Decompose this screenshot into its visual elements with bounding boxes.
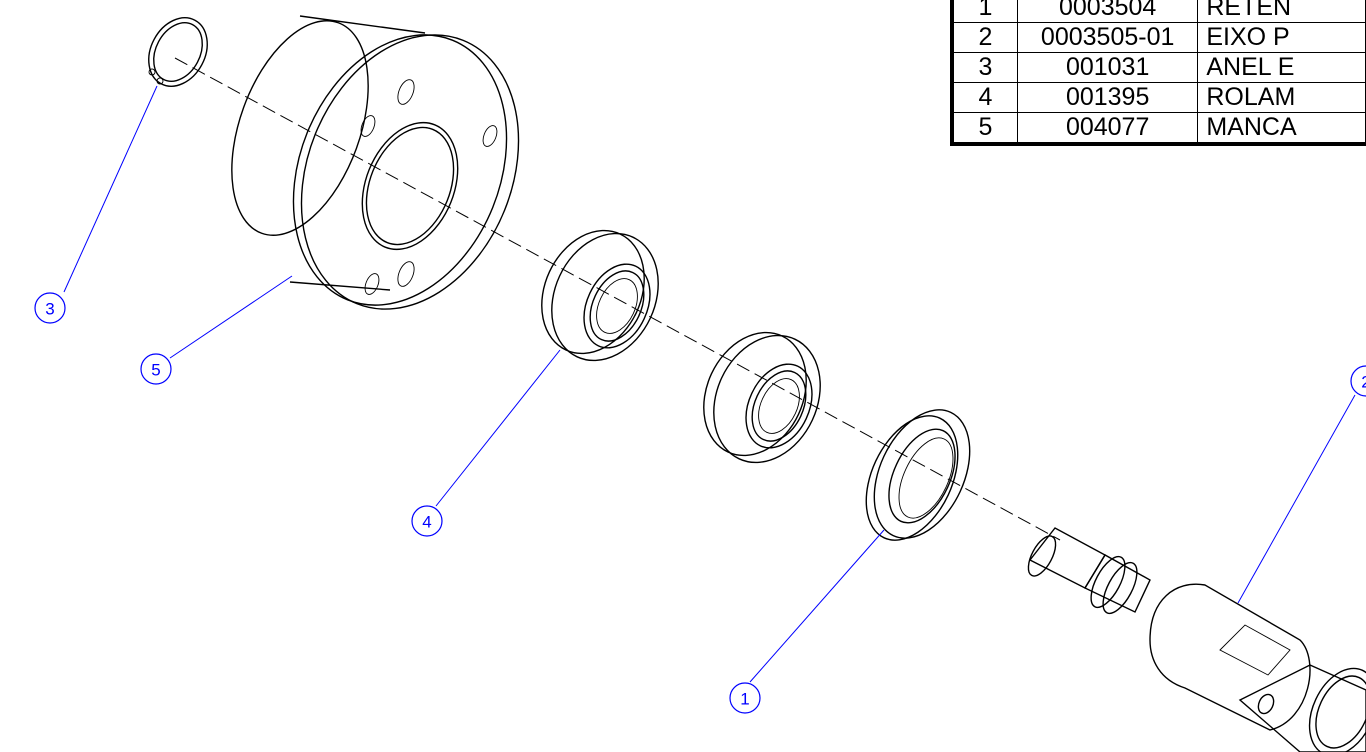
svg-text:2: 2 xyxy=(1361,373,1366,392)
bom-part-code: 0003504 xyxy=(1016,0,1199,23)
bom-row: 5 004077 MANCA xyxy=(951,112,1366,145)
svg-text:4: 4 xyxy=(422,513,431,532)
leader-line-3 xyxy=(63,85,158,293)
balloon-2: 2 xyxy=(1350,365,1366,397)
balloon-3: 3 xyxy=(34,292,66,324)
bom-row: 3 001031 ANEL E xyxy=(951,52,1366,83)
bom-row: 2 0003505-01 EIXO P xyxy=(951,22,1366,53)
bom-description: RETEN xyxy=(1197,0,1366,23)
bom-item-number: 1 xyxy=(951,0,1018,23)
balloon-4: 4 xyxy=(411,505,443,537)
bom-part-code: 001395 xyxy=(1016,82,1199,113)
bom-description: MANCA xyxy=(1197,112,1366,145)
bom-row: 4 001395 ROLAM xyxy=(951,82,1366,113)
bom-description: ANEL E xyxy=(1197,52,1366,83)
bill-of-materials-table: 1 0003504 RETEN 2 0003505-01 EIXO P 3 00… xyxy=(950,0,1366,146)
bom-row: 1 0003504 RETEN xyxy=(951,0,1366,23)
bom-item-number: 4 xyxy=(951,82,1018,113)
assembly-axis xyxy=(174,57,1061,541)
leader-line-2 xyxy=(1237,394,1356,604)
part-bearing-housing xyxy=(231,15,520,310)
leader-line-4 xyxy=(435,349,561,507)
bom-description: EIXO P xyxy=(1197,22,1366,53)
bom-item-number: 3 xyxy=(951,52,1018,83)
leader-line-5 xyxy=(169,275,293,359)
bom-part-code: 004077 xyxy=(1016,112,1199,145)
bom-item-number: 2 xyxy=(951,22,1018,53)
bom-part-code: 001031 xyxy=(1016,52,1199,83)
part-snap-ring xyxy=(148,17,208,87)
part-seal xyxy=(865,409,971,541)
bom-description: ROLAM xyxy=(1197,82,1366,113)
part-bearing-b xyxy=(703,331,821,464)
svg-text:5: 5 xyxy=(151,361,160,380)
svg-text:3: 3 xyxy=(45,300,54,319)
part-bearing-a xyxy=(541,229,659,362)
bom-item-number: 5 xyxy=(951,112,1018,145)
balloon-1: 1 xyxy=(729,682,761,714)
part-shaft xyxy=(1027,527,1366,752)
svg-text:1: 1 xyxy=(740,690,749,709)
balloon-5: 5 xyxy=(140,353,172,385)
leader-line-1 xyxy=(749,529,885,683)
bom-part-code: 0003505-01 xyxy=(1016,22,1199,53)
